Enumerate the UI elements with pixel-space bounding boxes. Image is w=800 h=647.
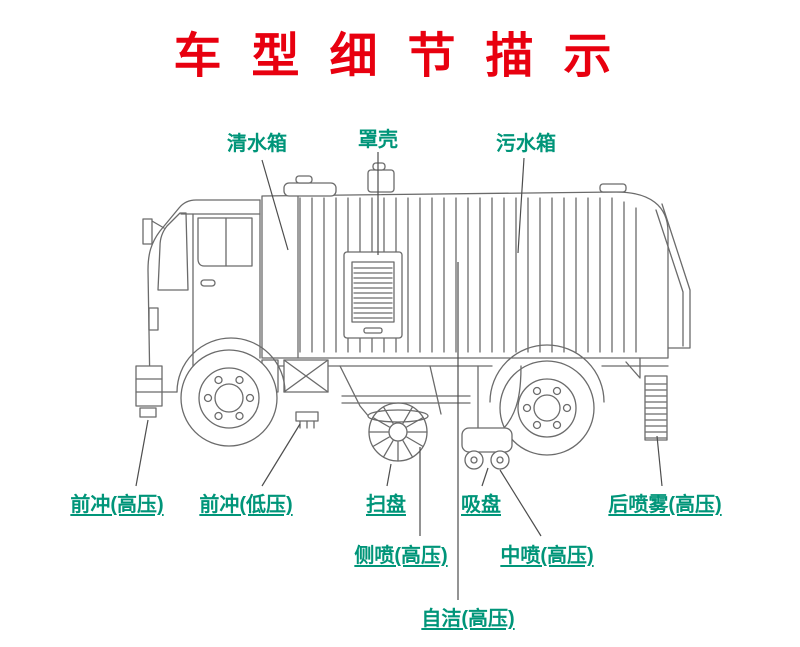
label-sweep-disc: 扫盘 (366, 494, 406, 516)
rear-top-fitting (599, 183, 627, 193)
label-side-spray-high: 侧喷(高压) (354, 545, 448, 567)
rear-wheel-arch (489, 344, 605, 403)
manhole-cap (295, 175, 313, 184)
suction-unit (461, 427, 513, 453)
tank-rear-door (655, 203, 691, 349)
rear-wheel (499, 360, 595, 456)
windshield (157, 212, 189, 291)
label-suction-disc: 吸盘 (461, 494, 501, 516)
low-pressure-jets (299, 420, 315, 429)
mirror (142, 218, 153, 245)
leader-front-flush-high (135, 419, 149, 487)
tank-body (261, 191, 669, 359)
label-rear-spray-high: 后喷雾(高压) (608, 494, 722, 516)
air-filter (367, 169, 395, 193)
leader-sewage-tank (517, 157, 525, 254)
label-self-clean-high: 自洁(高压) (421, 608, 515, 630)
truck-cab (147, 199, 261, 393)
air-filter-cap (372, 162, 386, 171)
leader-rear-spray (656, 435, 663, 487)
front-wheel-arch (176, 337, 286, 393)
leader-clean-water-tank (261, 159, 289, 251)
hatch-inner-frame (351, 261, 395, 323)
hatch-grille (353, 267, 393, 319)
brush-bristles (368, 406, 428, 462)
front-panel-light (148, 307, 159, 331)
hatch-handle (363, 327, 383, 334)
label-sewage-tank: 污水箱 (496, 133, 556, 155)
page-title: 车型细节描示 (173, 28, 642, 84)
sweep-hub (388, 422, 408, 442)
bumper-lines (135, 378, 163, 393)
leader-middle-spray (499, 469, 542, 537)
toolbox-brace (283, 359, 329, 393)
suction-wheel-left (464, 450, 484, 470)
side-window (197, 217, 253, 267)
rear-spray-lines (645, 383, 667, 439)
leader-lines (135, 152, 663, 600)
label-middle-spray-high: 中喷(高压) (500, 545, 594, 567)
leader-front-flush-low (261, 423, 301, 487)
leader-sweep-disc (386, 463, 392, 487)
label-clean-water-tank: 清水箱 (227, 133, 287, 155)
door-handle (200, 279, 216, 287)
leader-suction-disc (481, 467, 489, 487)
label-front-flush-low: 前冲(低压) (199, 494, 293, 516)
manhole-cover (283, 182, 337, 197)
sweep-arms (339, 365, 471, 419)
suction-pipes (477, 365, 522, 429)
high-pressure-nozzle (139, 407, 157, 418)
sweep-plate (367, 409, 429, 423)
front-wheel (180, 349, 278, 447)
mirror-arm (151, 220, 165, 229)
front-bumper (135, 365, 163, 407)
label-cover-shell: 罩壳 (358, 129, 398, 151)
suction-wheel-right (490, 450, 510, 470)
label-front-flush-high: 前冲(高压) (70, 494, 164, 516)
rear-spray-bracket (625, 357, 641, 379)
low-pressure-nozzle (295, 411, 319, 422)
